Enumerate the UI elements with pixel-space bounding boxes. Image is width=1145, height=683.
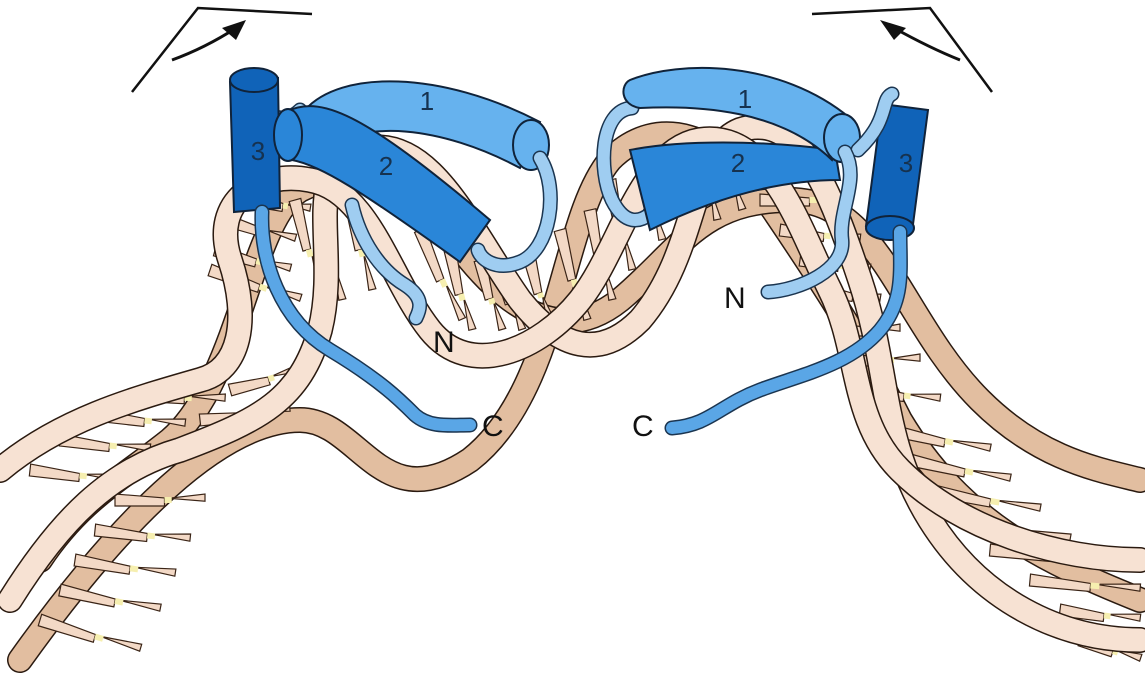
base-pair-tip: [80, 476, 87, 477]
left-helix-1-label: 1: [420, 86, 434, 116]
left-helix-2-label: 2: [379, 151, 393, 181]
base-pair-tip: [115, 601, 123, 603]
base-pair-tip: [283, 206, 288, 207]
base-pair-tip: [945, 441, 953, 443]
base-pair-tip: [540, 293, 541, 298]
base-pair-tip: [309, 250, 311, 257]
right-helix-1-label: 1: [738, 84, 752, 114]
base-pair-tip: [491, 299, 493, 305]
left-helix-3-label: 3: [251, 136, 265, 166]
right-n-terminus-label: N: [724, 282, 746, 315]
right-c-terminus-label: C: [632, 410, 654, 443]
base-pair-tip: [147, 536, 155, 537]
base-pair-tip: [95, 637, 103, 639]
base-pair-tip: [145, 421, 152, 422]
base-pair-tip: [1104, 616, 1110, 617]
base-pair-tip: [904, 396, 910, 397]
left-rotation-arrowhead: [222, 20, 246, 40]
right-rotation-arrowhead: [880, 20, 906, 40]
base-pair-tip: [130, 568, 138, 569]
base-pair-tip: [269, 377, 275, 379]
base-pair-tip: [461, 294, 463, 300]
left-n-terminus-label: N: [433, 326, 455, 359]
base-pair-tip: [965, 471, 973, 473]
right-helix-2-label: 2: [731, 148, 745, 178]
right-rotation-indicator: [812, 8, 992, 92]
base-pair-tip: [991, 501, 1000, 503]
base-pair-tip: [1091, 586, 1100, 587]
base-pair-tip: [824, 236, 830, 237]
left-helix-3: 3: [230, 68, 280, 212]
right-helix-3-label: 3: [899, 148, 913, 178]
left-c-terminus-label: C: [482, 410, 504, 443]
left-rotation-indicator: [132, 8, 312, 92]
base-pair-tip: [442, 280, 445, 287]
base-pair-tip: [260, 287, 267, 289]
base-pair-tip: [110, 446, 117, 447]
